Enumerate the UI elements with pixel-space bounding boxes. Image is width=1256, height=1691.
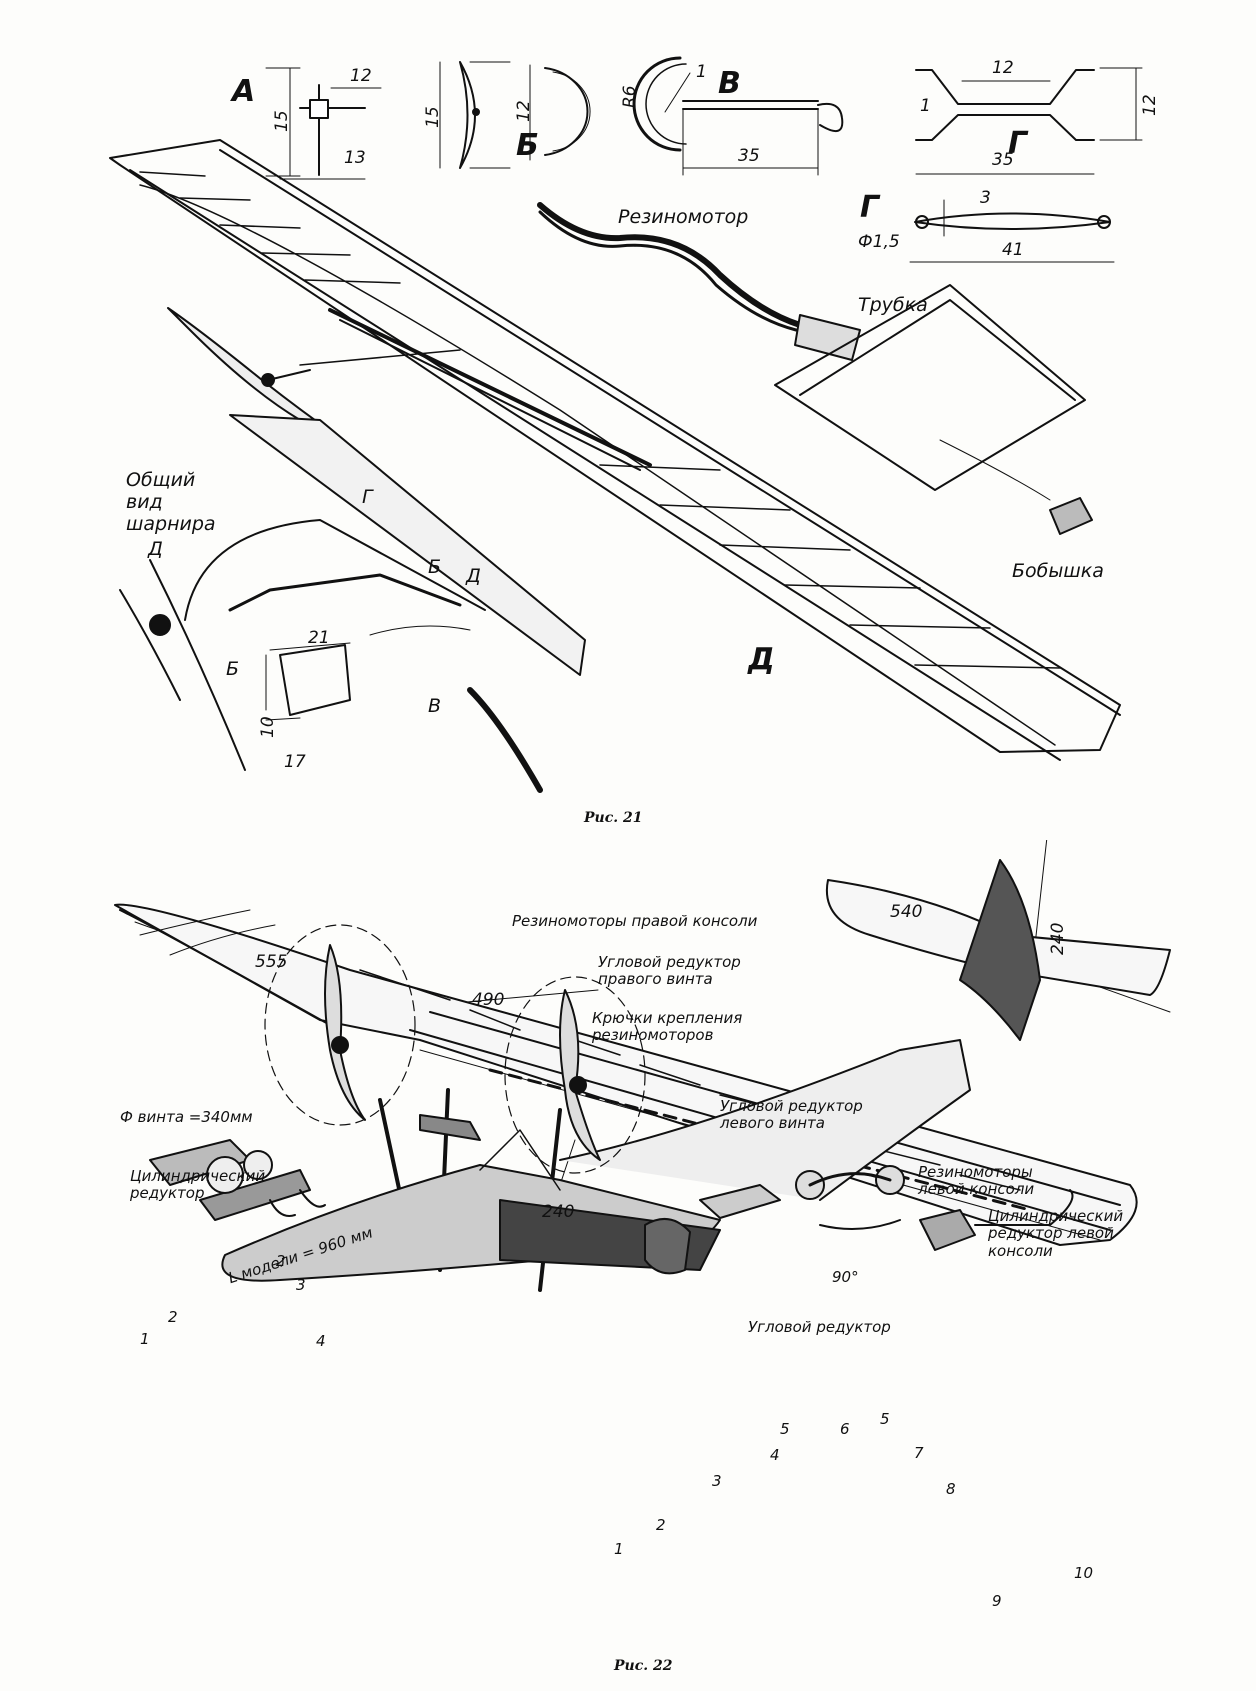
dim-v-35: 35 <box>738 146 760 166</box>
part-ang-2: 2 <box>656 1516 666 1534</box>
dim-g2-phi: Ф1,5 <box>858 232 900 252</box>
label-g-top: Г <box>1008 126 1028 161</box>
label-b: Б <box>516 128 539 163</box>
part-cyl-2b: 2 <box>276 1252 286 1270</box>
detail-a-drawing <box>265 67 382 180</box>
figure-22: 555 490 540 240 240 Резиномоторы правой … <box>0 840 1256 1691</box>
tail-drawing <box>559 859 1171 1201</box>
fig22-drawing <box>114 840 1171 1292</box>
caption-fig21: Рис. 21 <box>584 810 643 826</box>
label-trubka: Трубка <box>858 294 928 316</box>
propellers-drawing <box>264 924 646 1174</box>
dim-g-35: 35 <box>992 150 1014 170</box>
part-ang-7: 7 <box>914 1444 924 1462</box>
dim-240: 240 <box>542 1202 575 1222</box>
dim-v-r6: R6 <box>620 85 640 108</box>
dim-a-13: 13 <box>344 148 366 168</box>
label-hinge-b2: Б <box>226 658 240 680</box>
detail-v-drawing <box>632 56 844 176</box>
dim-a-15: 15 <box>272 110 292 132</box>
label-reduktor-left: Угловой редуктор левого винта <box>720 1097 863 1133</box>
rubber-motor-drawing <box>537 202 861 361</box>
part-ang-1: 1 <box>614 1540 624 1558</box>
part-cyl-4: 4 <box>316 1332 326 1350</box>
part-ang-6: 6 <box>840 1420 850 1438</box>
label-hinge-d1: Д <box>148 538 163 560</box>
label-cyl-left: Цилиндрический редуктор левой консоли <box>988 1207 1124 1260</box>
part-ang-8: 8 <box>946 1480 956 1498</box>
fig21-drawing <box>109 56 1143 793</box>
wing-frame-drawing <box>109 139 1121 761</box>
dim-540: 540 <box>890 902 923 922</box>
figure-21: А Б В Г Г Д 12 15 13 15 12 R6 1 35 12 1 … <box>0 0 1256 840</box>
ang-gearbox-drawing <box>644 1165 1074 1275</box>
dim-b-15: 15 <box>423 106 443 128</box>
label-rezino-left: Резиномоторы левой консоли <box>918 1163 1035 1199</box>
part-ang-5b: 5 <box>880 1410 890 1428</box>
stabilizer-drawing <box>774 284 1093 535</box>
dim-g-1: 1 <box>920 96 931 116</box>
detail-g-link-drawing <box>909 199 1115 263</box>
dim-g-12: 12 <box>992 58 1014 78</box>
detail-g-bracket-drawing <box>915 67 1143 175</box>
label-hinge-g: Г <box>362 486 373 508</box>
label-reduktor-right: Угловой редуктор правого винта <box>598 953 741 989</box>
detail-b-drawing <box>439 61 591 169</box>
dim-g2-41: 41 <box>1002 240 1024 260</box>
label-hinge-b1: Б <box>428 556 442 578</box>
label-rezinomotor: Резиномотор <box>618 206 749 228</box>
label-hinge-d2: Д <box>466 565 481 587</box>
dim-b-12: 12 <box>514 100 534 122</box>
label-cyl: Цилиндрический редуктор <box>130 1167 266 1203</box>
dim-h-10: 10 <box>258 716 278 738</box>
label-a: А <box>232 74 256 109</box>
dim-a-12: 12 <box>350 66 372 86</box>
label-hooks: Крючки крепления резиномоторов <box>592 1009 743 1045</box>
propeller-drawing <box>167 307 341 440</box>
label-hinge-view: Общий вид шарнира <box>126 469 216 535</box>
part-ang-3: 3 <box>712 1472 722 1490</box>
dim-g2-3: 3 <box>980 188 991 208</box>
dim-240-vertical: 240 <box>1048 922 1068 955</box>
label-hinge-v: В <box>428 695 442 717</box>
part-ang-4: 4 <box>770 1446 780 1464</box>
part-cyl-3: 3 <box>296 1276 306 1294</box>
label-phi: Ф винта =340мм <box>120 1108 253 1126</box>
label-angle: 90° <box>832 1268 859 1286</box>
dim-g-12-right: 12 <box>1140 94 1160 116</box>
part-ang-5a: 5 <box>780 1420 790 1438</box>
cyl-gearbox-drawing <box>149 1139 326 1221</box>
label-g-mid: Г <box>860 190 880 225</box>
part-ang-9: 9 <box>992 1592 1002 1610</box>
part-cyl-2a: 2 <box>168 1308 178 1326</box>
label-bobyshka: Бобышка <box>1012 560 1104 582</box>
label-d-wing: Д <box>748 642 775 677</box>
dim-h-17: 17 <box>284 752 306 772</box>
dim-555: 555 <box>255 952 288 972</box>
label-v: В <box>718 66 741 101</box>
hinge-view-drawing <box>119 414 586 793</box>
label-angular: Угловой редуктор <box>748 1318 891 1336</box>
part-ang-10: 10 <box>1074 1564 1094 1582</box>
label-rezino-right: Резиномоторы правой консоли <box>512 912 758 930</box>
caption-fig22: Рис. 22 <box>614 1658 673 1674</box>
dim-h-21: 21 <box>308 628 330 648</box>
dim-v-1: 1 <box>696 62 707 82</box>
dim-490: 490 <box>472 990 505 1010</box>
part-cyl-1: 1 <box>140 1330 150 1348</box>
